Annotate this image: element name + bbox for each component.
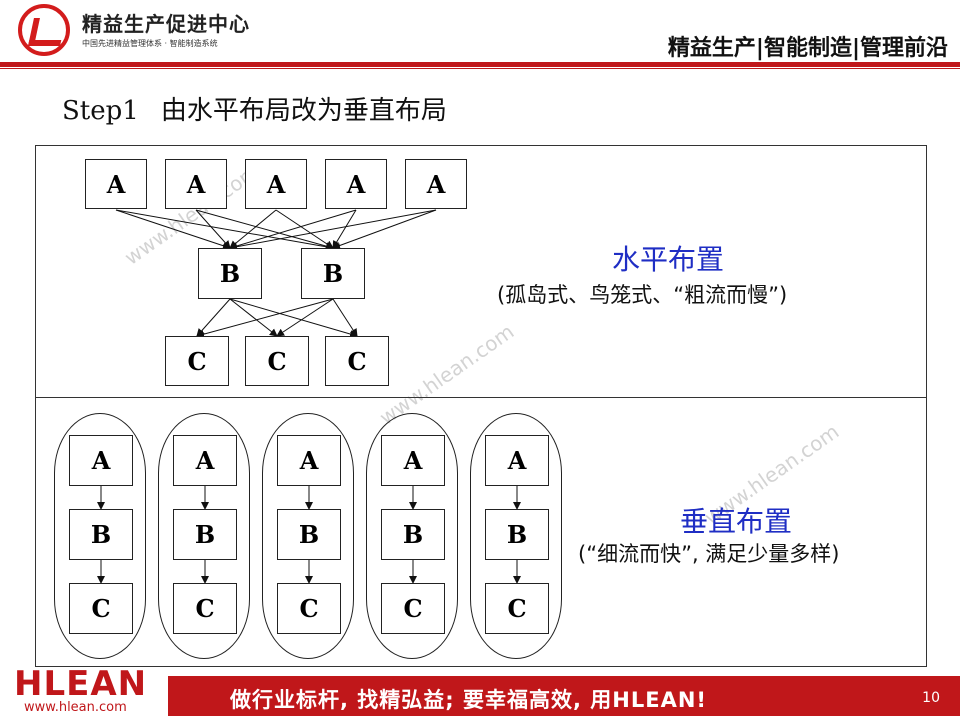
horizontal-layout-note: (孤岛式、鸟笼式、“粗流而慢”)	[497, 283, 788, 307]
footer-url[interactable]: www.hlean.com	[24, 700, 127, 715]
edge-a-to-b	[332, 209, 357, 249]
node-c: C	[165, 336, 229, 386]
edge-a-to-b	[229, 209, 437, 251]
horizontal-layout-label: 水平布置	[612, 243, 725, 276]
edge-b-to-c	[196, 298, 231, 337]
node-c: C	[173, 583, 237, 634]
vertical-cell	[366, 413, 458, 659]
vertical-cell	[470, 413, 562, 659]
footer-logo: HLEAN	[14, 664, 148, 704]
node-c: C	[381, 583, 445, 634]
node-a: A	[85, 159, 147, 209]
step-title-text: 由水平布局改为垂直布局	[160, 96, 447, 126]
node-c: C	[485, 583, 549, 634]
node-a: A	[381, 435, 445, 486]
node-b: B	[301, 248, 365, 299]
node-a: A	[245, 159, 307, 209]
node-c: C	[69, 583, 133, 634]
node-c: C	[277, 583, 341, 634]
edge-b-to-c	[229, 298, 278, 337]
brand-subtitle: 中国先进精益管理体系 · 智能制造系统	[82, 39, 218, 48]
node-b: B	[277, 509, 341, 560]
edge-a-to-b	[229, 209, 357, 250]
header-divider-thin	[0, 68, 960, 69]
edge-b-to-c	[196, 298, 334, 339]
vertical-layout-panel	[35, 397, 927, 667]
edge-a-to-b	[195, 209, 231, 249]
brand-logo-icon	[18, 4, 70, 56]
edge-b-to-c	[332, 298, 358, 337]
node-b: B	[485, 509, 549, 560]
node-b: B	[381, 509, 445, 560]
edge-a-to-b	[332, 209, 437, 250]
node-a: A	[405, 159, 467, 209]
step-label: Step1	[62, 96, 139, 126]
header-slogan: 精益生产|智能制造|管理前沿	[667, 36, 948, 61]
vertical-cell	[158, 413, 250, 659]
footer-bar	[168, 676, 960, 716]
vertical-layout-label: 垂直布置	[680, 505, 793, 538]
footer-slogan: 做行业标杆, 找精弘益; 要幸福高效, 用HLEAN!	[230, 688, 707, 712]
edge-a-to-b	[115, 209, 231, 250]
node-c: C	[245, 336, 309, 386]
vertical-cell	[262, 413, 354, 659]
edge-b-to-c	[229, 298, 358, 338]
slide-title: Step1 由水平布局改为垂直布局	[62, 90, 469, 127]
node-a: A	[173, 435, 237, 486]
node-a: A	[325, 159, 387, 209]
node-c: C	[325, 336, 389, 386]
brand-title: 精益生产促进中心	[82, 12, 250, 36]
edge-a-to-b	[115, 209, 334, 251]
node-a: A	[485, 435, 549, 486]
edge-a-to-b	[195, 209, 334, 250]
edge-a-to-b	[229, 209, 277, 249]
node-b: B	[198, 248, 262, 299]
edge-b-to-c	[276, 298, 334, 337]
header-divider	[0, 62, 960, 67]
node-b: B	[173, 509, 237, 560]
vertical-layout-note: (“细流而快”, 满足少量多样)	[578, 542, 840, 566]
node-a: A	[165, 159, 227, 209]
edge-a-to-b	[275, 209, 334, 249]
node-b: B	[69, 509, 133, 560]
node-a: A	[69, 435, 133, 486]
page-number: 10	[922, 690, 940, 706]
node-a: A	[277, 435, 341, 486]
vertical-cell	[54, 413, 146, 659]
